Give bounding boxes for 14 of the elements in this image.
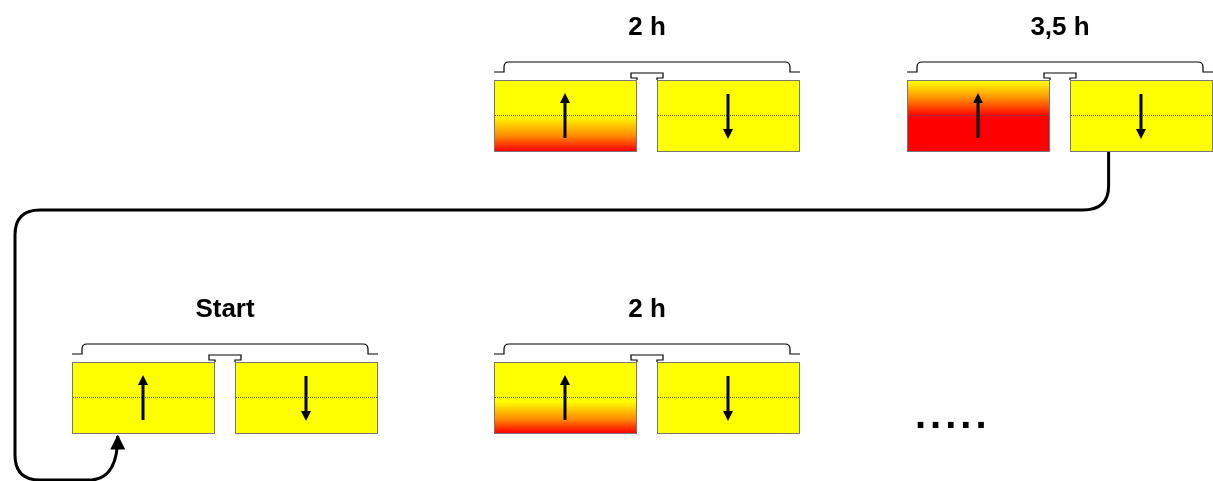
ellipsis-text: ..... (915, 392, 991, 437)
connector-arrow (13, 152, 1111, 481)
duration-heading: 3,5 h (1030, 10, 1090, 42)
duration-heading: 2 h (628, 10, 666, 42)
chamber (235, 362, 378, 434)
duration-heading: 2 h (628, 292, 666, 324)
duration-heading: Start (195, 292, 255, 324)
chamber (1070, 80, 1213, 152)
chamber (907, 80, 1050, 152)
chamber (494, 362, 637, 434)
chamber (494, 80, 637, 152)
chamber (657, 362, 800, 434)
chamber (72, 362, 215, 434)
chamber (657, 80, 800, 152)
